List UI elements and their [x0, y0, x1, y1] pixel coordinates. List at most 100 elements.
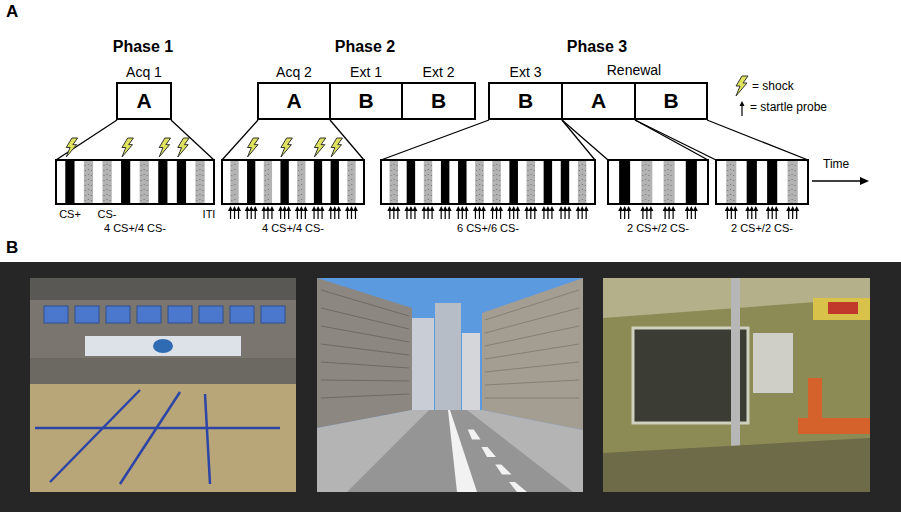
stipple-dot: [499, 190, 500, 191]
stipple-dot: [527, 165, 528, 166]
cs-plus-block: [177, 160, 187, 204]
stipple-dot: [727, 170, 728, 171]
stipple-dot: [499, 200, 500, 201]
stipple-dot: [642, 190, 643, 191]
stipple-dot: [493, 165, 494, 166]
stipple-dot: [667, 164, 668, 165]
stipple-dot: [393, 189, 394, 190]
stipple-dot: [794, 190, 795, 191]
stipple-dot: [533, 165, 534, 166]
stipple-dot: [268, 194, 269, 195]
stipple-dot: [493, 190, 494, 191]
context-box: Ext 2B: [401, 82, 476, 120]
stipple-dot: [499, 185, 500, 186]
stage-heading: Ext 3: [510, 64, 542, 80]
startle-probe-arrowhead: [786, 206, 791, 211]
stipple-dot: [390, 170, 391, 171]
context-letter: A: [136, 89, 151, 113]
building-window-row: [321, 394, 409, 398]
building-window-row: [485, 398, 579, 399]
stipple-dot: [648, 175, 649, 176]
startle-probe-arrowhead: [320, 206, 325, 211]
stipple-dot: [234, 194, 235, 195]
startle-probe-arrowhead: [733, 206, 738, 211]
stipple-dot: [202, 190, 203, 191]
context-box: Ext 1B: [329, 82, 403, 120]
startle-probe-arrowhead: [622, 206, 627, 211]
stipple-dot: [788, 190, 789, 191]
startle-probe-arrowhead: [345, 206, 350, 211]
stipple-dot: [727, 180, 728, 181]
startle-probe-arrowhead: [563, 206, 568, 211]
stipple-dot: [527, 195, 528, 196]
startle-probe-arrowhead: [391, 206, 396, 211]
stipple-dot: [585, 185, 586, 186]
stipple-dot: [579, 170, 580, 171]
cs-minus-block: [297, 160, 306, 204]
stage-heading: Renewal: [607, 62, 661, 78]
context-box: B: [634, 82, 708, 120]
startle-probe-arrowhead: [253, 206, 258, 211]
stipple-dot: [141, 185, 142, 186]
stipple-dot: [268, 169, 269, 170]
stipple-dot: [527, 175, 528, 176]
stipple-dot: [268, 179, 269, 180]
stipple-dot: [109, 190, 110, 191]
stipple-dot: [202, 200, 203, 201]
stipple-dot: [670, 190, 671, 191]
stipple-dot: [199, 194, 200, 195]
stipple-dot: [664, 190, 665, 191]
stipple-dot: [425, 165, 426, 166]
stipple-dot: [530, 169, 531, 170]
stipple-dot: [431, 165, 432, 166]
stipple-dot: [479, 199, 480, 200]
stipple-dot: [268, 199, 269, 200]
startle-probe-arrowhead: [648, 206, 653, 211]
stipple-dot: [88, 164, 89, 165]
sidewalk: [317, 410, 583, 492]
stipple-dot: [667, 174, 668, 175]
stipple-dot: [664, 175, 665, 176]
stipple-dot: [533, 200, 534, 201]
stipple-dot: [667, 189, 668, 190]
stipple-dot: [431, 185, 432, 186]
stipple-dot: [103, 175, 104, 176]
stipple-dot: [579, 190, 580, 191]
stipple-dot: [733, 200, 734, 201]
stipple-dot: [301, 164, 302, 165]
stipple-dot: [106, 184, 107, 185]
stipple-dot: [396, 170, 397, 171]
stipple-dot: [479, 184, 480, 185]
startle-probe-arrowhead: [545, 206, 550, 211]
cs-minus-block: [475, 160, 484, 204]
stipple-dot: [791, 174, 792, 175]
stipple-dot: [642, 170, 643, 171]
stipple-dot: [396, 180, 397, 181]
building-window-row: [485, 380, 579, 385]
stipple-dot: [202, 165, 203, 166]
stipple-dot: [390, 200, 391, 201]
stipple-dot: [667, 184, 668, 185]
stipple-dot: [147, 165, 148, 166]
stipple-dot: [88, 189, 89, 190]
stipple-dot: [147, 200, 148, 201]
stipple-dot: [727, 195, 728, 196]
stipple-dot: [428, 189, 429, 190]
timeline-frame: [716, 160, 808, 204]
stipple-dot: [393, 194, 394, 195]
iti-block: [630, 160, 641, 204]
queue-barrier: [50, 390, 140, 482]
legend-entry: = shock: [752, 80, 794, 94]
stipple-dot: [648, 195, 649, 196]
panel-letter: B: [6, 238, 18, 258]
stipple-dot: [141, 195, 142, 196]
iti-block: [552, 160, 561, 204]
startle-probe-arrowhead: [745, 206, 750, 211]
stipple-dot: [496, 164, 497, 165]
stipple-dot: [530, 189, 531, 190]
startle-probe-arrowhead: [524, 206, 529, 211]
iti-block: [130, 160, 140, 204]
context-box: Acq 1A: [116, 82, 172, 120]
axis-label: Time: [823, 158, 849, 172]
stipple-dot: [231, 180, 232, 181]
